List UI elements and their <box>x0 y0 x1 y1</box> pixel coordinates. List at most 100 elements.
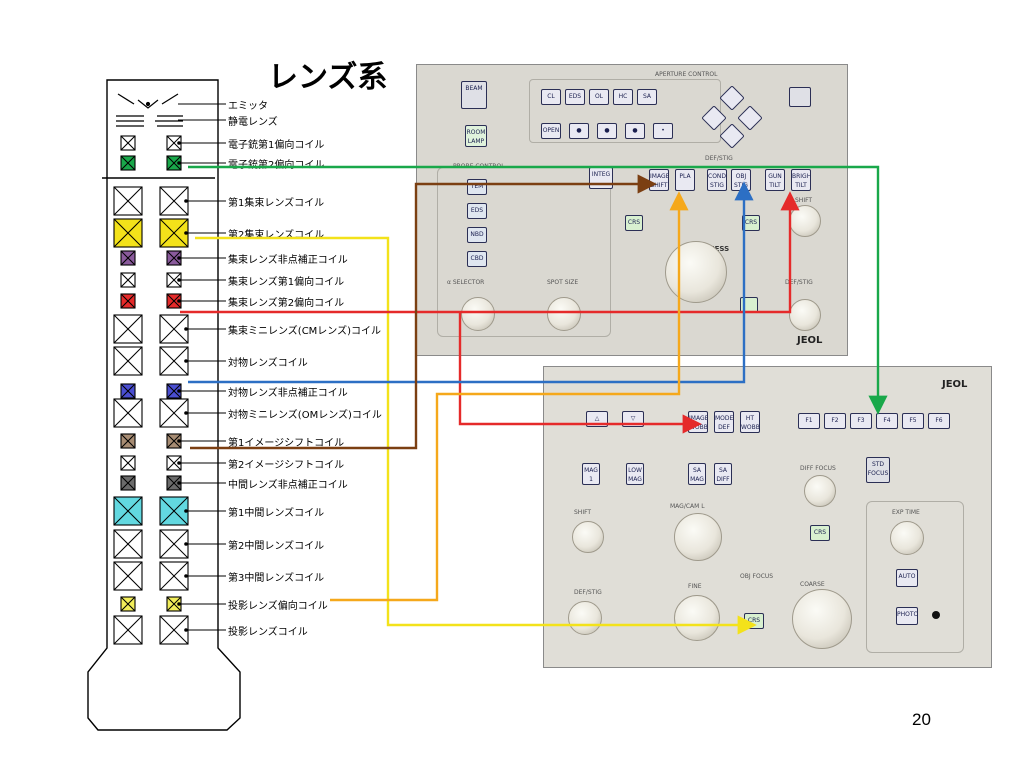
aperture-button-5[interactable]: SA <box>637 89 657 105</box>
coil-label: 集束レンズ第1偏向コイル <box>228 277 345 288</box>
coil-left-12 <box>120 383 136 399</box>
spot-size-knob[interactable] <box>547 297 581 331</box>
exposure-group <box>866 501 964 653</box>
coil-right-10 <box>159 314 189 344</box>
coil-left-6 <box>113 218 143 248</box>
coil-label: 中間レンズ非点補正コイル <box>228 480 348 491</box>
electrostatic-lens-icon <box>116 115 183 127</box>
def-stig-knob-bottom[interactable] <box>568 601 602 635</box>
coil-label: 対物レンズコイル <box>228 358 308 369</box>
coil-right-13 <box>159 398 189 428</box>
aperture-size-4-button[interactable]: • <box>653 123 673 139</box>
aperture-button-4[interactable]: HC <box>613 89 633 105</box>
coil-left-15 <box>120 455 136 471</box>
auto-button[interactable]: AUTO <box>896 569 918 587</box>
spot-size-label: SPOT SIZE <box>547 279 579 286</box>
coil-label: 電子銃第2偏向コイル <box>228 160 325 171</box>
coil-right-14 <box>166 433 182 449</box>
mag-mode-button-4[interactable]: SA DIFF <box>714 463 732 485</box>
def-stig-button-6[interactable]: GUN TILT <box>765 169 785 191</box>
aperture-button-3[interactable]: OL <box>589 89 609 105</box>
crs-button-top-left[interactable]: CRS <box>625 215 643 231</box>
coil-left-9 <box>120 293 136 309</box>
shift-knob-top[interactable] <box>789 205 821 237</box>
coil-label: 第2集束レンズコイル <box>228 230 325 241</box>
coil-label: 第1イメージシフトコイル <box>228 438 345 449</box>
exp-time-label: EXP TIME <box>892 509 920 516</box>
wobbler-button-2[interactable]: MODE DEF <box>714 411 734 433</box>
crs-button-top-right[interactable]: CRS <box>742 215 760 231</box>
probe-button-2[interactable]: EDS <box>467 203 487 219</box>
function-button-2[interactable]: F2 <box>824 413 846 429</box>
coil-label: 集束ミニレンズ(CMレンズ)コイル <box>228 326 382 337</box>
beam-button[interactable]: BEAM <box>461 81 487 109</box>
connector-condenser-deflector-red-branch <box>458 312 702 434</box>
connector-obj-stig-blue <box>188 181 754 384</box>
function-button-5[interactable]: F5 <box>902 413 924 429</box>
def-stig-button-3[interactable]: PLA <box>675 169 695 191</box>
coil-left-14 <box>120 433 136 449</box>
indicator-lamp <box>932 611 940 619</box>
aperture-size-1-button[interactable]: ● <box>569 123 589 139</box>
diff-focus-knob[interactable] <box>804 475 836 507</box>
aperture-button-1[interactable]: CL <box>541 89 561 105</box>
def-stig-group-label: DEF/STIG <box>705 155 733 162</box>
wobbler-button-3[interactable]: HT WOBB <box>740 411 760 433</box>
coil-left-4 <box>120 155 136 171</box>
alpha-selector-knob[interactable] <box>461 297 495 331</box>
slide-title: レンズ系 <box>268 60 388 95</box>
jeol-logo-bottom: JEOL <box>942 379 968 390</box>
crs-button-bottom[interactable]: CRS <box>810 525 830 541</box>
shift-knob-bottom[interactable] <box>572 521 604 553</box>
brightness-knob[interactable] <box>665 241 727 303</box>
coil-left-19 <box>113 561 143 591</box>
probe-button-4[interactable]: CBD <box>467 251 487 267</box>
aperture-button-2[interactable]: EDS <box>565 89 585 105</box>
coil-label: 第1集束レンズコイル <box>228 198 325 209</box>
function-button-6[interactable]: F6 <box>928 413 950 429</box>
coil-left-3 <box>120 135 136 151</box>
aperture-size-2-button[interactable]: ● <box>597 123 617 139</box>
probe-button-3[interactable]: NBD <box>467 227 487 243</box>
diff-focus-label: DIFF FOCUS <box>800 465 836 472</box>
coil-label: 投影レンズ偏向コイル <box>228 601 328 612</box>
mag-mode-button-1[interactable]: MAG 1 <box>582 463 600 485</box>
mag-mode-button-2[interactable]: LOW MAG <box>626 463 644 485</box>
coil-right-17 <box>159 496 189 526</box>
mag-cam-label: MAG/CAM L <box>670 503 705 510</box>
connector-image-shift-brown <box>190 174 657 450</box>
column-outline <box>87 79 241 731</box>
coil-right-3 <box>166 135 182 151</box>
emitter-icon <box>117 93 179 109</box>
aperture-size-3-button[interactable]: ● <box>625 123 645 139</box>
function-button-3[interactable]: F3 <box>850 413 872 429</box>
coil-right-21 <box>159 615 189 645</box>
coil-label: 対物ミニレンズ(OMレンズ)コイル <box>228 410 382 421</box>
coil-left-8 <box>120 272 136 288</box>
mag-cam-knob[interactable] <box>674 513 722 561</box>
def-stig-knob-top[interactable] <box>789 299 821 331</box>
exp-time-knob[interactable] <box>890 521 924 555</box>
open-button[interactable]: OPEN <box>541 123 561 139</box>
room-lamp-button[interactable]: ROOM LAMP <box>465 125 487 147</box>
coarse-knob[interactable] <box>792 589 852 649</box>
connector-gun-deflector-green <box>188 165 888 415</box>
aperture-control-label: APERTURE CONTROL <box>655 71 718 78</box>
coil-label: 第3中間レンズコイル <box>228 573 325 584</box>
mag-mode-button-3[interactable]: SA MAG <box>688 463 706 485</box>
std-focus-button[interactable]: STD FOCUS <box>866 457 890 483</box>
corner-button[interactable] <box>789 87 811 107</box>
def-stig-knob-label: DEF/STIG <box>785 279 813 286</box>
fine-knob[interactable] <box>674 595 720 641</box>
coil-label: 第1中間レンズコイル <box>228 508 325 519</box>
def-stig-button-4[interactable]: COND STIG <box>707 169 727 191</box>
coil-left-20 <box>120 596 136 612</box>
photo-button[interactable]: PHOTO <box>896 607 918 625</box>
coil-label: 集束レンズ第2偏向コイル <box>228 298 345 309</box>
function-button-1[interactable]: F1 <box>798 413 820 429</box>
coil-label: 静電レンズ <box>228 117 278 128</box>
